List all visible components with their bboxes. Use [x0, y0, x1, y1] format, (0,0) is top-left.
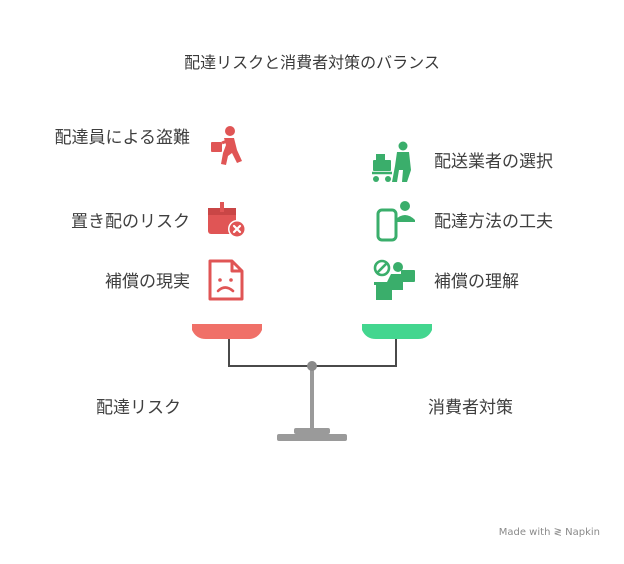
- thief-running-icon: [211, 126, 242, 165]
- right-pan: [362, 324, 432, 339]
- support-person-icon: [373, 259, 415, 300]
- package-cancel-icon: [208, 202, 246, 238]
- diagram-title: 配達リスクと消費者対策のバランス: [184, 53, 440, 72]
- left-side-label: 配達リスク: [96, 398, 181, 418]
- napkin-watermark: Made with ≷ Napkin: [498, 527, 600, 538]
- scale-pole: [310, 366, 314, 430]
- right-item-label-1: 配送業者の選択: [434, 152, 553, 172]
- delivery-person-cart-icon: [372, 141, 411, 182]
- sad-document-icon: [208, 259, 244, 301]
- scale-base-top: [294, 428, 330, 434]
- phone-user-icon: [376, 201, 415, 242]
- right-item-label-3: 補償の理解: [434, 272, 519, 292]
- left-item-label-3: 補償の現実: [105, 272, 190, 292]
- scale-pivot: [307, 361, 317, 371]
- scale-base: [277, 434, 347, 441]
- left-item-label-1: 配達員による盗難: [54, 128, 191, 148]
- right-side-label: 消費者対策: [428, 398, 513, 418]
- left-item-label-2: 置き配のリスク: [71, 212, 190, 232]
- left-pan: [192, 324, 262, 339]
- right-item-label-2: 配達方法の工夫: [434, 212, 553, 232]
